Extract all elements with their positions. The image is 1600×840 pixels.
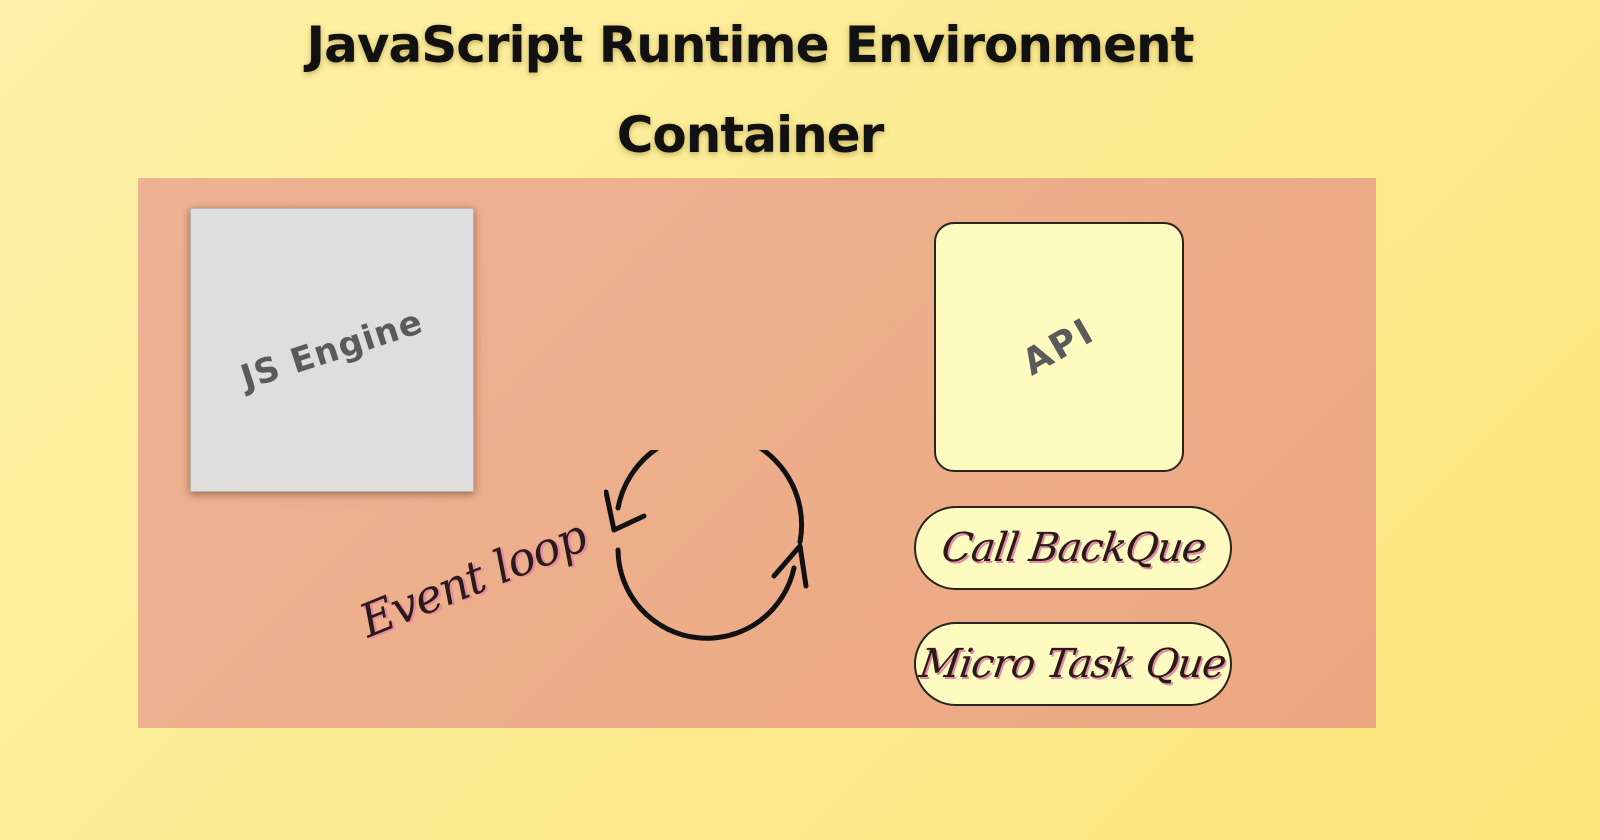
api-label: API [1015, 310, 1103, 384]
page-subtitle: Container [616, 106, 885, 164]
microtask-queue-box: Micro Task Que [914, 622, 1232, 706]
page-title: JavaScript Runtime Environment [306, 16, 1195, 74]
js-engine-box: JS Engine [190, 208, 474, 492]
loop-arrowhead-lower [771, 543, 809, 589]
loop-arrowhead-upper [604, 489, 647, 533]
callback-queue-label: Call BackQue [938, 525, 1208, 571]
callback-queue-box: Call BackQue [914, 506, 1232, 590]
loop-arc-upper [615, 450, 805, 545]
cycle-arrows-icon [604, 450, 809, 641]
js-engine-label: JS Engine [236, 301, 428, 399]
api-box: API [934, 222, 1184, 472]
microtask-queue-label: Micro Task Que [917, 641, 1229, 687]
loop-arc-lower [615, 547, 797, 641]
